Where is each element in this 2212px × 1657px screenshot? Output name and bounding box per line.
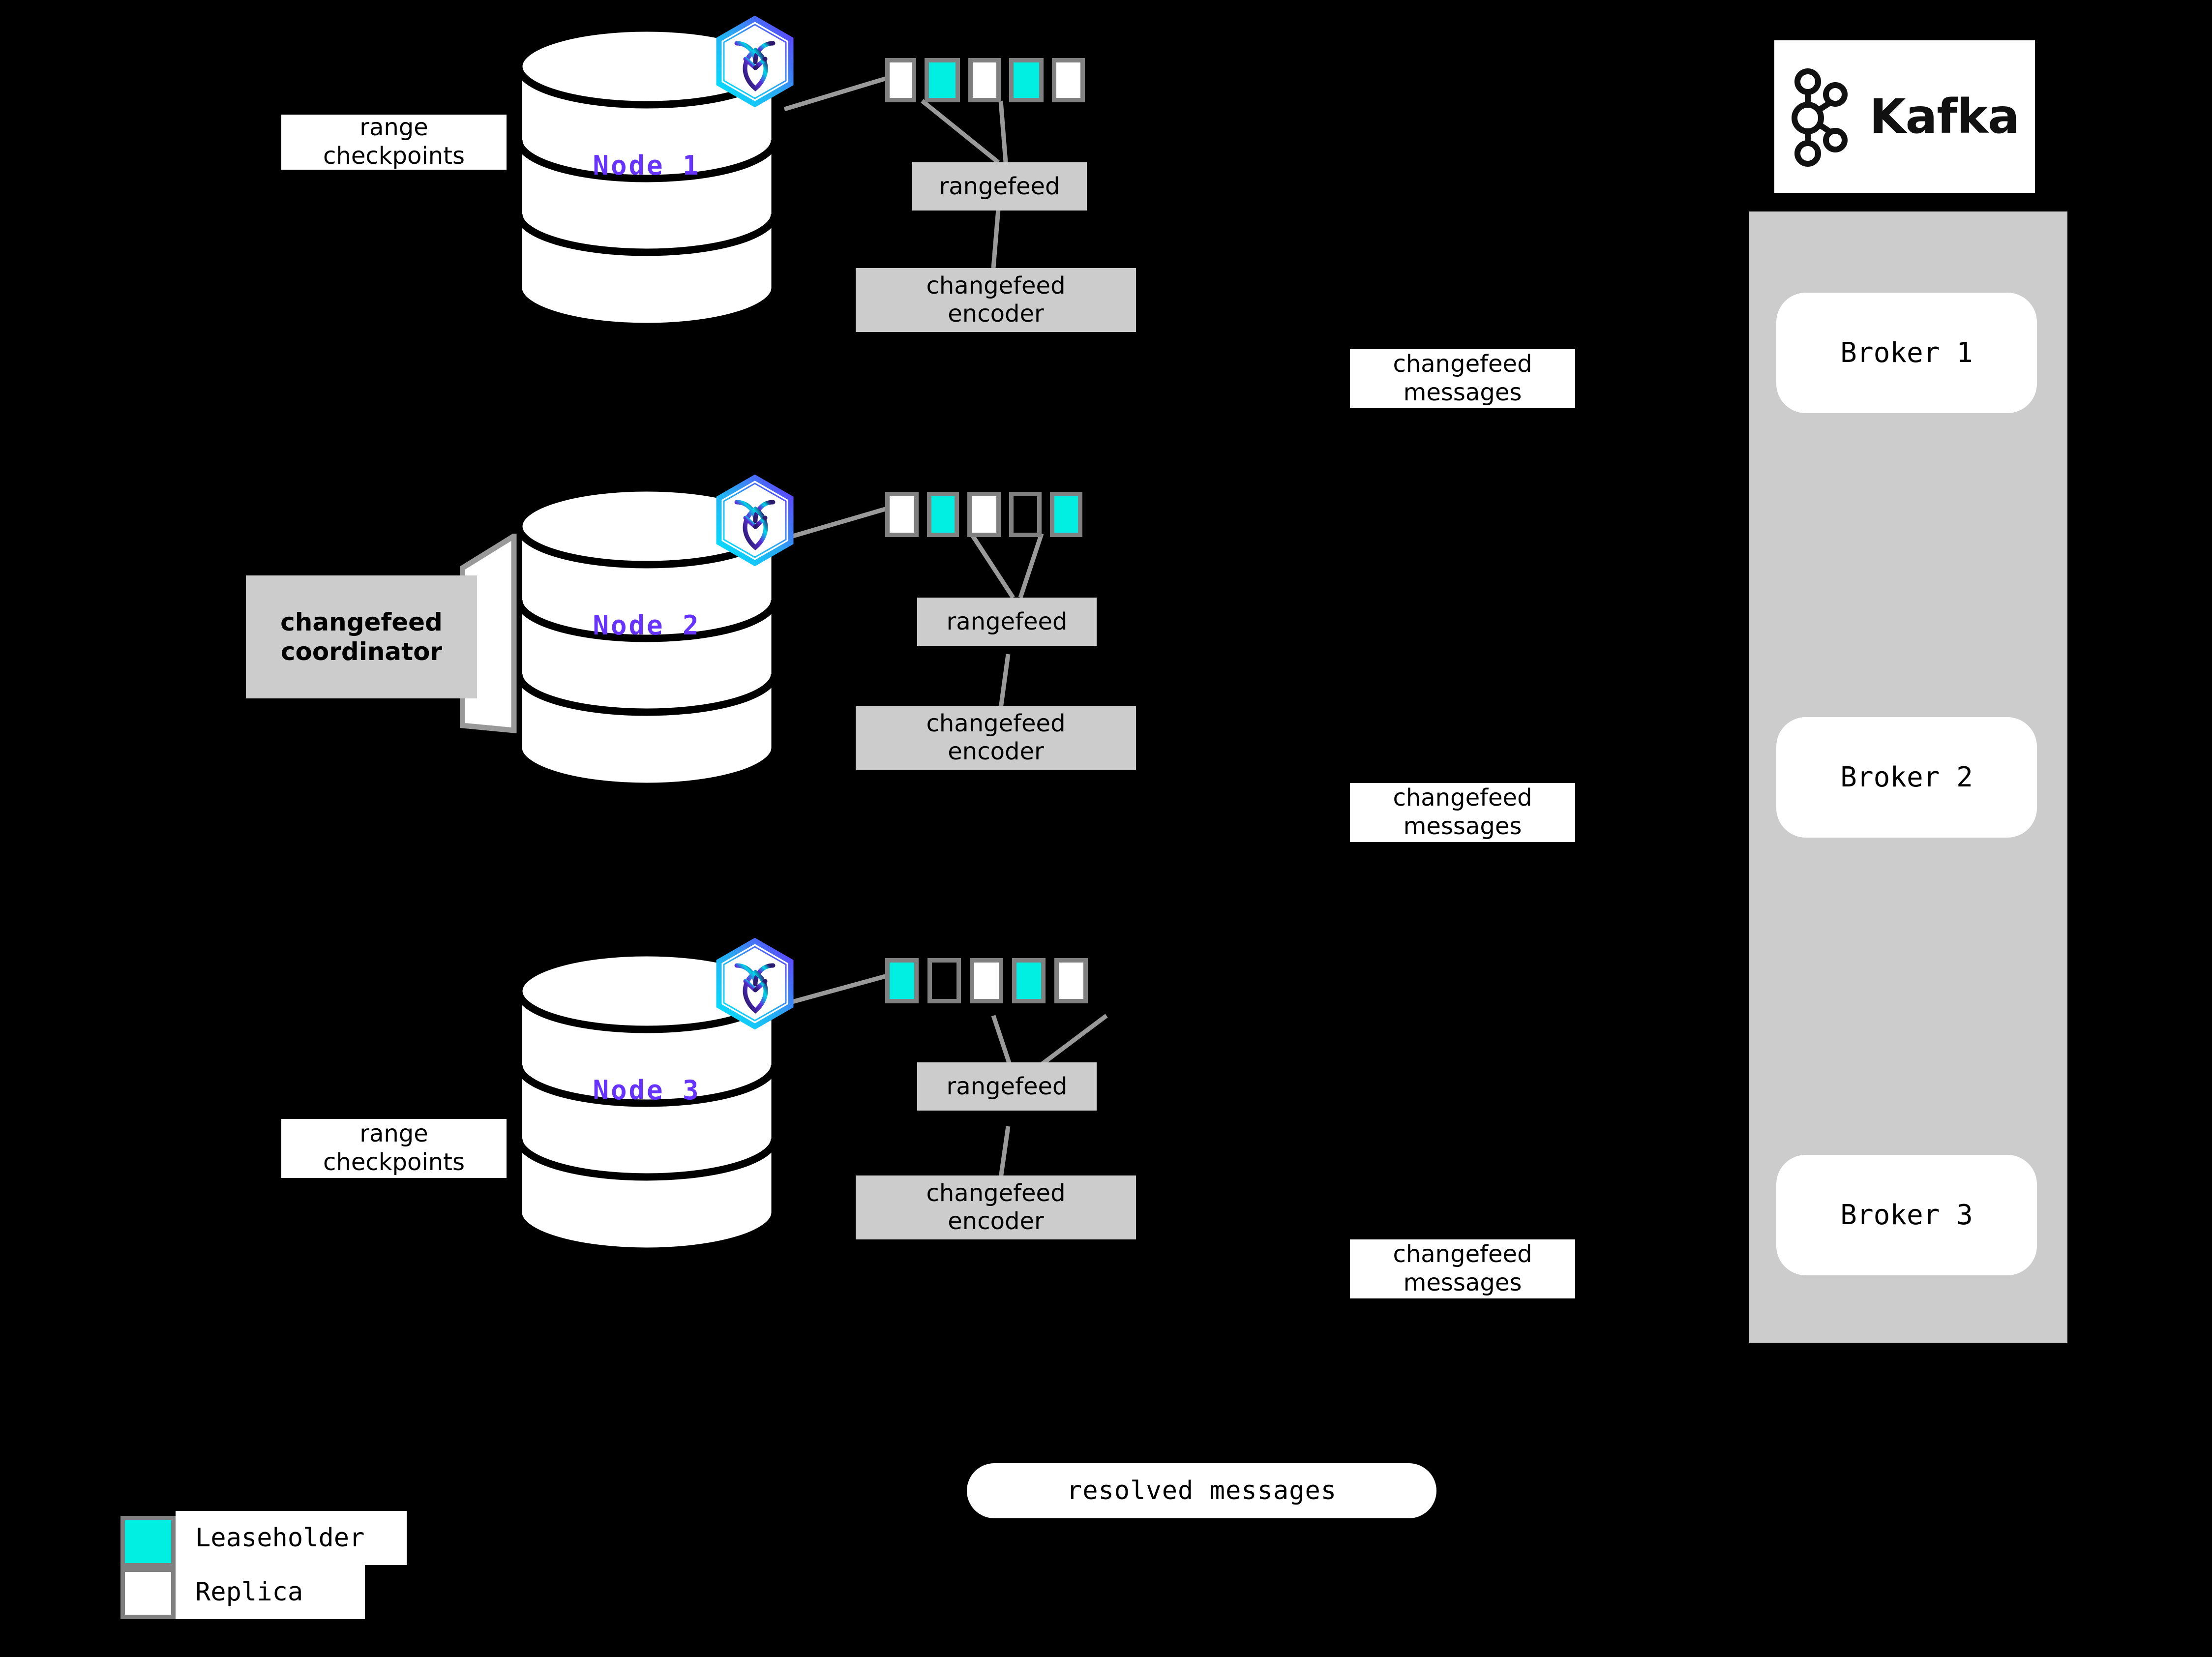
kafka-wordmark: Kafka <box>1869 89 2020 144</box>
encoder-line-2: encoder <box>948 1207 1044 1235</box>
cockroachdb-hex-icon <box>713 937 797 1032</box>
label-line-2: checkpoints <box>323 142 465 170</box>
legend-label-leaseholder: Leaseholder <box>176 1511 407 1565</box>
range-box[interactable] <box>970 958 1003 1003</box>
encoder-line-1: changefeed <box>926 710 1066 738</box>
cockroachdb-hex-icon <box>713 474 797 569</box>
range-box[interactable] <box>1009 492 1042 537</box>
node3-range-row <box>885 958 1088 1003</box>
legend-swatch-replica <box>120 1567 176 1619</box>
node2-changefeed-messages-label: changefeed messages <box>1350 783 1575 842</box>
label-line-2: messages <box>1403 813 1522 840</box>
node2-rangefeed-box[interactable]: rangefeed <box>917 598 1097 646</box>
range-box[interactable] <box>967 492 1001 537</box>
node1-range-row <box>885 58 1085 102</box>
label-line-1: changefeed <box>1393 1240 1532 1268</box>
node1-changefeed-encoder-box[interactable]: changefeed encoder <box>856 268 1136 332</box>
legend-swatch-leaseholder <box>120 1516 176 1567</box>
node1-cylinder: Node 1 <box>514 25 779 330</box>
node1-range-checkpoints-label: range checkpoints <box>281 115 507 170</box>
cockroachdb-hex-icon <box>713 15 797 110</box>
node3-rangefeed-box[interactable]: rangefeed <box>917 1062 1097 1111</box>
label-line-2: checkpoints <box>323 1148 465 1176</box>
coordinator-line-1: changefeed <box>280 608 443 636</box>
node3-changefeed-encoder-box[interactable]: changefeed encoder <box>856 1175 1136 1239</box>
kafka-broker-3[interactable]: Broker 3 <box>1776 1155 2037 1275</box>
node3-range-checkpoints-label: range checkpoints <box>281 1119 507 1178</box>
node3-changefeed-messages-label: changefeed messages <box>1350 1239 1575 1298</box>
encoder-line-1: changefeed <box>926 1179 1066 1207</box>
kafka-broker-1[interactable]: Broker 1 <box>1776 293 2037 413</box>
encoder-line-2: encoder <box>948 300 1044 328</box>
kafka-logo-icon <box>1792 68 1848 167</box>
range-box[interactable] <box>885 492 919 537</box>
label-line-1: changefeed <box>1393 350 1532 378</box>
range-box[interactable] <box>1009 58 1044 102</box>
range-box[interactable] <box>925 58 960 102</box>
range-box[interactable] <box>885 58 916 102</box>
changefeed-coordinator-box[interactable]: changefeed coordinator <box>246 575 477 698</box>
range-box[interactable] <box>1052 58 1085 102</box>
label-line-1: changefeed <box>1393 784 1532 812</box>
range-box[interactable] <box>885 958 919 1003</box>
coordinator-line-2: coordinator <box>280 637 443 666</box>
label-line-2: messages <box>1403 1269 1522 1296</box>
range-box[interactable] <box>1012 958 1046 1003</box>
node2-range-row <box>885 492 1082 537</box>
resolved-messages-pill[interactable]: resolved messages <box>967 1463 1436 1518</box>
legend-label-replica: Replica <box>176 1565 365 1619</box>
kafka-logo-card: Kafka <box>1774 40 2035 193</box>
node3-cylinder: Node 3 <box>514 949 779 1254</box>
range-box[interactable] <box>1054 958 1088 1003</box>
node3-label: Node 3 <box>593 1075 701 1106</box>
node1-rangefeed-box[interactable]: rangefeed <box>912 162 1087 211</box>
node2-label: Node 2 <box>593 610 701 641</box>
label-line-1: range <box>359 1120 428 1148</box>
label-line-1: range <box>359 115 428 142</box>
node1-changefeed-messages-label: changefeed messages <box>1350 349 1575 408</box>
range-box[interactable] <box>927 492 959 537</box>
node1-label: Node 1 <box>593 150 701 181</box>
encoder-line-2: encoder <box>948 738 1044 765</box>
node2-cylinder: Node 2 <box>514 484 779 789</box>
node2-changefeed-encoder-box[interactable]: changefeed encoder <box>856 706 1136 770</box>
label-line-2: messages <box>1403 379 1522 406</box>
range-box[interactable] <box>927 958 961 1003</box>
range-box[interactable] <box>1050 492 1082 537</box>
encoder-line-1: changefeed <box>926 272 1066 300</box>
kafka-broker-2[interactable]: Broker 2 <box>1776 717 2037 838</box>
range-box[interactable] <box>968 58 1001 102</box>
